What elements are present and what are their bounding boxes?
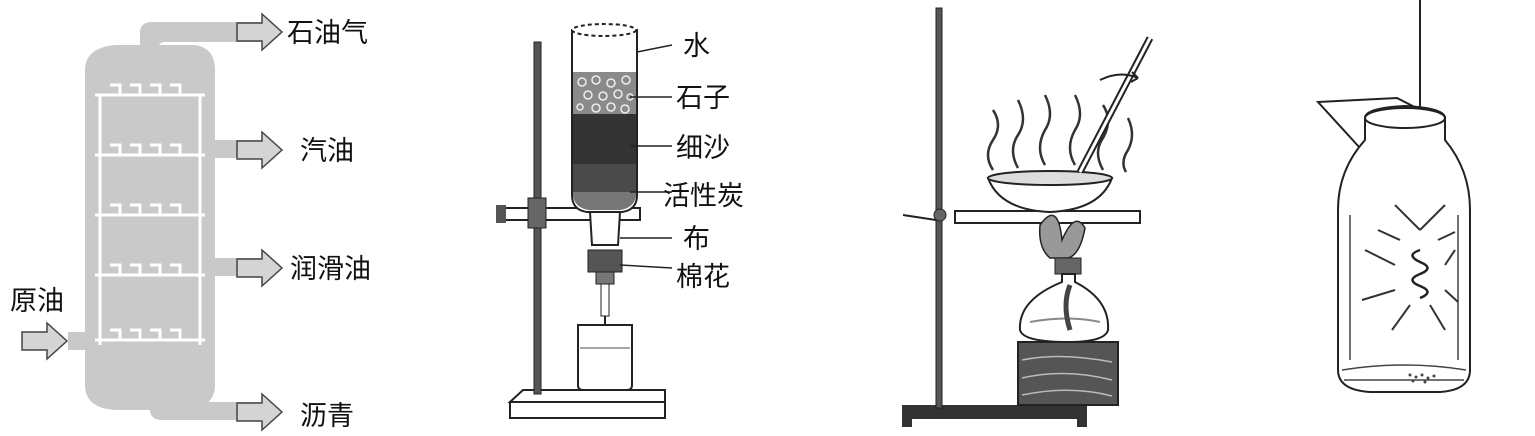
burning-spiral <box>1411 248 1429 300</box>
cotton-plug <box>587 249 623 273</box>
gas-jar <box>1337 104 1471 393</box>
residue-dots <box>1408 373 1436 384</box>
distillation-tower <box>85 45 215 410</box>
evap-stand-base <box>902 405 1087 419</box>
collection-beaker <box>577 324 633 391</box>
water-label: 水 <box>683 31 710 62</box>
clamp-knob <box>496 205 506 223</box>
spark-lines <box>1361 204 1459 331</box>
tower-trays <box>95 83 205 345</box>
steam-lines <box>986 94 1134 173</box>
asphalt-arrow <box>236 392 284 432</box>
output-label-gasoline: 汽油 <box>300 136 354 167</box>
distillation-panel: 原油 石油气 汽油 润滑油 沥青 <box>10 12 371 432</box>
output-label-petroleum-gas: 石油气 <box>287 18 368 49</box>
lamp-cap <box>1054 257 1082 275</box>
water-filter-panel: 水 石子 细沙 活性炭 布 棉花 <box>496 23 744 419</box>
bottle-neck <box>588 211 622 246</box>
clamp-boss <box>527 197 547 229</box>
cotton-label: 棉花 <box>676 262 730 293</box>
charcoal-layer <box>573 164 636 192</box>
gas-arrow <box>236 12 284 52</box>
crude-inlet-pipe <box>68 332 88 350</box>
stand-base <box>507 389 666 403</box>
gasoline-arrow <box>236 130 284 170</box>
crude-oil-label: 原油 <box>10 286 64 317</box>
activated-charcoal-label: 活性炭 <box>663 181 744 212</box>
stand-base-front <box>509 401 666 419</box>
combustion-jar-panel <box>1315 0 1471 393</box>
crude-arrow <box>21 321 69 361</box>
sand-layer <box>573 114 636 164</box>
top-pipe <box>140 22 265 50</box>
output-label-asphalt: 沥青 <box>300 401 354 432</box>
cloth-label: 布 <box>683 224 710 255</box>
burner-flame <box>1038 214 1086 259</box>
stones-label: 石子 <box>676 83 730 114</box>
lubricant-arrow <box>236 248 284 288</box>
sand-label: 细沙 <box>676 133 730 164</box>
evaporation-panel <box>902 7 1154 427</box>
evap-stand-rod <box>935 7 943 409</box>
output-label-lubricant: 润滑油 <box>290 254 371 285</box>
